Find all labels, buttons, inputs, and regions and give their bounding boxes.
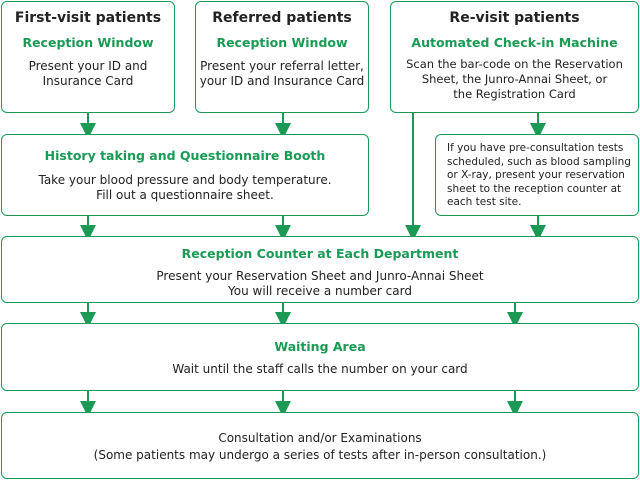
preconsult-box: If you have pre-consultation tests sched…: [435, 134, 639, 216]
revisit-text: Scan the bar-code on the Reservation She…: [391, 57, 638, 102]
revisit-subtitle: Automated Check-in Machine: [411, 35, 618, 50]
first-visit-line: Present your ID and: [28, 59, 148, 73]
revisit-line: Scan the bar-code on the Reservation: [406, 57, 623, 71]
first-visit-line: Insurance Card: [42, 74, 134, 88]
history-line: Fill out a questionnaire sheet.: [96, 188, 274, 202]
consultation-line: (Some patients may undergo a series of t…: [93, 448, 547, 462]
reception-counter-box: Reception Counter at Each Department Pre…: [1, 236, 639, 303]
referred-box: Referred patients Reception Window Prese…: [195, 1, 369, 113]
first-visit-text: Present your ID and Insurance Card: [2, 59, 174, 89]
referred-line: Present your referral letter,: [200, 59, 364, 73]
history-text: Take your blood pressure and body temper…: [2, 173, 368, 203]
revisit-line: Sheet, the Junro-Annai Sheet, or: [421, 72, 608, 86]
reception-counter-subtitle: Reception Counter at Each Department: [181, 246, 459, 261]
consultation-text: Consultation and/or Examinations (Some p…: [2, 430, 638, 464]
preconsult-line: sheet to the reception counter at: [447, 182, 622, 195]
history-subtitle: History taking and Questionnaire Booth: [44, 148, 326, 163]
revisit-box: Re-visit patients Automated Check-in Mac…: [390, 1, 639, 113]
preconsult-line: each test site.: [447, 196, 522, 208]
referred-title: Referred patients: [212, 10, 352, 26]
referred-line: your ID and Insurance Card: [199, 74, 365, 88]
referred-subtitle: Reception Window: [216, 35, 348, 50]
revisit-title: Re-visit patients: [449, 10, 580, 26]
history-box: History taking and Questionnaire Booth T…: [1, 134, 369, 216]
reception-counter-text: Present your Reservation Sheet and Junro…: [2, 269, 638, 299]
reception-counter-line: Present your Reservation Sheet and Junro…: [156, 269, 484, 283]
first-visit-subtitle: Reception Window: [22, 35, 154, 50]
preconsult-line: If you have pre-consultation tests: [447, 142, 624, 154]
first-visit-box: First-visit patients Reception Window Pr…: [1, 1, 175, 113]
waiting-area-line: Wait until the staff calls the number on…: [172, 362, 468, 376]
history-line: Take your blood pressure and body temper…: [38, 173, 332, 187]
referred-text: Present your referral letter, your ID an…: [196, 59, 368, 89]
waiting-area-text: Wait until the staff calls the number on…: [2, 362, 638, 377]
waiting-area-box: Waiting Area Wait until the staff calls …: [1, 323, 639, 391]
reception-counter-line: You will receive a number card: [228, 284, 412, 298]
preconsult-line: scheduled, such as blood sampling: [447, 155, 631, 168]
preconsult-line: or X-ray, present your reservation: [447, 169, 625, 181]
waiting-area-subtitle: Waiting Area: [274, 339, 366, 354]
revisit-line: the Registration Card: [453, 87, 576, 101]
consultation-box: Consultation and/or Examinations (Some p…: [1, 412, 639, 479]
first-visit-title: First-visit patients: [14, 10, 162, 26]
preconsult-text: If you have pre-consultation tests sched…: [447, 142, 638, 210]
consultation-line: Consultation and/or Examinations: [218, 431, 422, 445]
